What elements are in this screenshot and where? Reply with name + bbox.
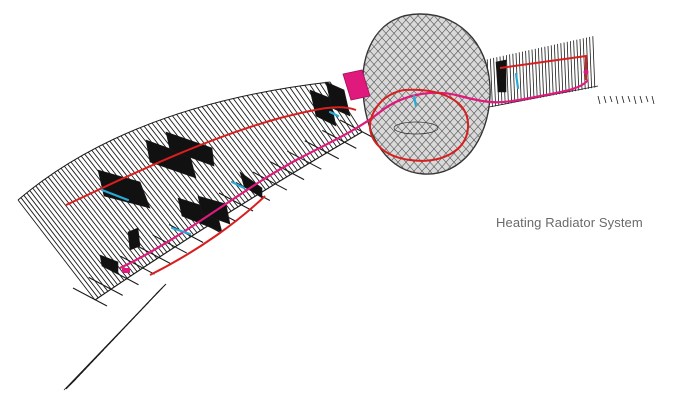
right-fin <box>558 44 560 94</box>
radiator-fin <box>21 198 98 298</box>
radiator-fin <box>24 195 102 295</box>
right-fin <box>542 47 544 97</box>
mesh-line <box>540 0 689 200</box>
radiator-fin <box>30 190 108 291</box>
mesh-line <box>524 0 689 200</box>
right-fin <box>510 54 512 103</box>
right-fin <box>616 96 618 104</box>
right-fin <box>567 42 569 93</box>
right-fin <box>622 96 624 103</box>
right-fin <box>522 52 524 101</box>
return-pipe-segment <box>516 74 518 88</box>
right-fin <box>577 40 579 91</box>
fin-panel <box>100 255 118 274</box>
lower-fin-stem <box>64 284 166 390</box>
fin-panel <box>496 60 506 92</box>
right-fin <box>532 50 534 100</box>
right-fin <box>580 39 582 90</box>
right-fin <box>640 96 642 103</box>
radiator-fin <box>18 200 95 300</box>
right-radiator-panel <box>484 36 654 108</box>
right-fin <box>561 43 563 93</box>
radiator-fin <box>242 96 297 170</box>
right-fin <box>545 47 547 97</box>
stem-rail <box>64 285 165 390</box>
radiator-fin <box>261 93 312 162</box>
right-fin <box>598 96 600 104</box>
right-fin <box>564 43 566 94</box>
mesh-line <box>532 0 689 200</box>
right-fin <box>634 96 636 104</box>
right-fin <box>494 58 496 106</box>
radiator-fin <box>27 193 105 294</box>
right-fin <box>628 96 630 102</box>
right-fin <box>610 96 612 102</box>
right-fin <box>604 96 606 103</box>
right-fin <box>535 49 537 99</box>
mesh-line <box>516 0 689 200</box>
right-fin <box>548 46 550 96</box>
mesh-line <box>508 0 688 200</box>
mesh-line <box>204 0 384 200</box>
mesh-line <box>508 0 688 200</box>
right-fin <box>513 54 515 103</box>
mesh-line <box>516 0 689 200</box>
right-fin <box>551 45 553 95</box>
mesh-line <box>204 0 384 200</box>
right-fin <box>519 52 521 101</box>
right-fin <box>526 51 528 100</box>
mesh-line <box>532 0 689 200</box>
right-fin <box>570 41 572 92</box>
pipe-joint <box>122 268 130 273</box>
mesh-line <box>540 0 689 200</box>
right-fin <box>652 96 654 104</box>
diagram-caption: Heating Radiator System <box>496 215 643 230</box>
right-fin <box>646 96 648 102</box>
right-fin <box>590 37 592 88</box>
radiator-fin <box>271 91 319 158</box>
right-fin <box>574 40 576 91</box>
radiator-fin <box>238 97 294 172</box>
mesh-line <box>524 0 689 200</box>
radiator-fin <box>233 99 290 175</box>
mesh-line <box>484 0 664 200</box>
mesh-line <box>484 0 664 200</box>
right-fin <box>490 59 492 107</box>
fin-panel <box>128 228 140 250</box>
right-fin <box>506 55 508 104</box>
radiator-fin <box>266 92 315 160</box>
right-fin <box>593 36 595 87</box>
radiator-fin <box>73 288 107 306</box>
right-fin <box>529 50 531 99</box>
right-fin <box>538 48 540 98</box>
right-fin <box>554 45 556 95</box>
pipe-joint <box>584 70 589 75</box>
